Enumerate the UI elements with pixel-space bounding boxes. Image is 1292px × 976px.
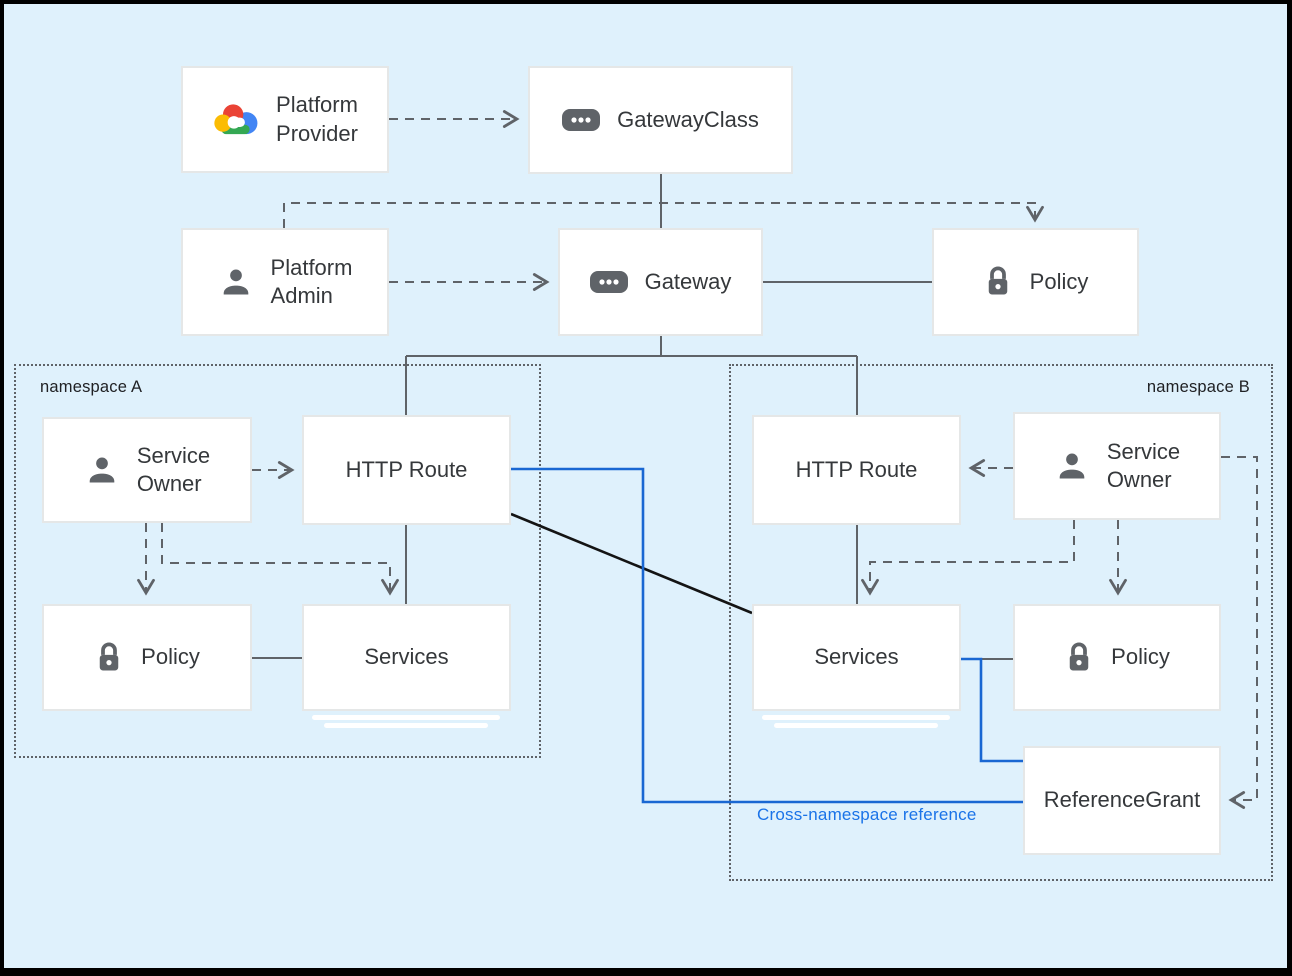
edge-ownerB-to-referencegrant xyxy=(1221,456,1258,809)
node-referencegrant: ReferenceGrant xyxy=(1023,746,1221,855)
node-http-route-a: HTTP Route xyxy=(302,415,511,525)
edge-admin-to-policy xyxy=(283,202,1044,228)
node-gateway: Gateway xyxy=(558,228,763,336)
namespace-b-group: namespace B xyxy=(729,364,1273,881)
person-icon xyxy=(89,457,115,483)
node-label: HTTP Route xyxy=(795,456,918,482)
node-platform-provider: Platform Provider xyxy=(181,66,389,173)
node-label: ReferenceGrant xyxy=(1043,787,1201,813)
crd-badge-icon xyxy=(589,271,628,293)
crd-badge-icon xyxy=(562,109,601,131)
google-cloud-icon xyxy=(214,103,258,134)
node-services-a: Services xyxy=(302,604,511,711)
node-label: Policy xyxy=(1111,644,1170,670)
node-policy-top: Policy xyxy=(932,228,1139,336)
edge-gateway-to-routes xyxy=(405,336,858,415)
node-policy-a: Policy xyxy=(42,604,252,711)
namespace-a-label: namespace A xyxy=(40,378,143,396)
edge-ownerA-to-servicesA xyxy=(161,523,399,596)
node-label: Services xyxy=(814,644,899,670)
services-stack-line xyxy=(762,715,950,720)
services-stack-line xyxy=(324,723,488,728)
node-label: Policy xyxy=(1029,268,1089,294)
person-icon xyxy=(1059,453,1085,479)
node-label: Policy xyxy=(141,644,200,670)
edge-ownerB-to-servicesB xyxy=(861,520,1075,596)
node-label: Platform Provider xyxy=(276,92,358,146)
services-stack-line xyxy=(312,715,500,720)
node-label: Service Owner xyxy=(136,442,211,496)
edge-routeA-to-servicesB-black xyxy=(510,512,753,615)
namespace-b-label: namespace B xyxy=(1146,378,1250,396)
services-stack-line xyxy=(774,723,938,728)
node-service-owner-b: Service Owner xyxy=(1013,412,1221,520)
node-services-b: Services xyxy=(752,604,961,711)
edge-servicesB-to-referencegrant-blue xyxy=(961,657,1023,763)
cross-namespace-label: Cross-namespace reference xyxy=(757,805,977,824)
node-label: Services xyxy=(364,644,449,670)
node-policy-b: Policy xyxy=(1013,604,1221,711)
node-gatewayclass: GatewayClass xyxy=(528,66,793,174)
lock-icon xyxy=(1069,642,1089,670)
node-label: GatewayClass xyxy=(617,106,759,132)
node-platform-admin: Platform Admin xyxy=(181,228,389,336)
lock-icon xyxy=(99,642,119,670)
node-service-owner-a: Service Owner xyxy=(42,417,252,523)
namespace-a-group: namespace A xyxy=(14,364,541,758)
node-label: Gateway xyxy=(644,268,732,294)
node-http-route-b: HTTP Route xyxy=(752,415,961,525)
person-icon xyxy=(223,269,248,295)
edge-cross-namespace-blue xyxy=(511,467,1023,804)
node-label: Platform Admin xyxy=(270,254,353,308)
node-label: Service Owner xyxy=(1106,438,1181,492)
node-label: HTTP Route xyxy=(345,456,468,482)
lock-icon xyxy=(988,266,1007,295)
